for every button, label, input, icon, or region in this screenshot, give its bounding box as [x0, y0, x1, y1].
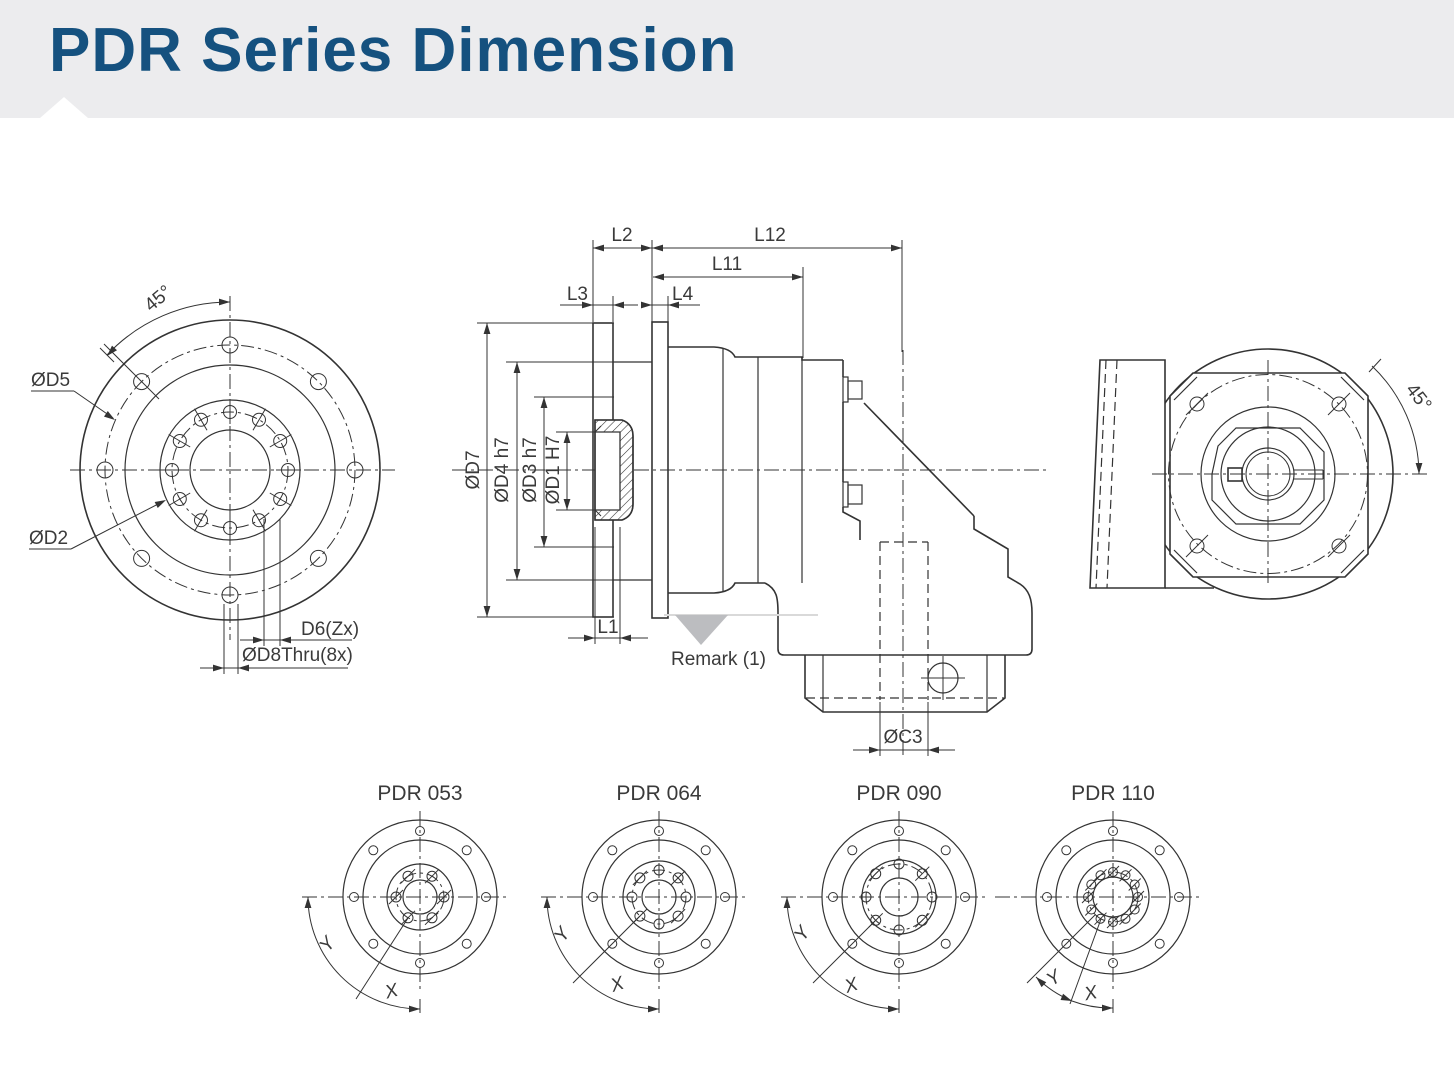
side-d1-label: ØD1 H7 [543, 436, 564, 505]
gearbox-body [664, 346, 1033, 713]
side-length-dimensions: L2 L12 L11 L3 L4 [560, 225, 902, 309]
front-view: 45° ØD5 ØD2 D6(Zx) ØD8Thru(8x) [29, 282, 395, 674]
front-d8-label: ØD8Thru(8x) [242, 645, 353, 666]
variant-y-label: Y [550, 923, 575, 947]
front-d5-dimension: ØD5 [31, 370, 117, 423]
side-d3-label: ØD3 h7 [520, 437, 541, 502]
side-l4-label: L4 [672, 284, 694, 305]
side-c3-label: ØC3 [883, 727, 922, 748]
front-angle-dimension: 45° [99, 282, 231, 400]
side-l11-label: L11 [712, 254, 742, 275]
variant-y-label: Y [1043, 965, 1066, 990]
variant-x-label: X [1081, 982, 1100, 1006]
variant-hub-holes [388, 868, 452, 926]
front-d6-label: D6(Zx) [301, 619, 359, 640]
side-d7-label: ØD7 [463, 450, 484, 489]
variant-pdr-110: PDR 110 Y X [994, 782, 1204, 1014]
variant-pdr-090: PDR 090 Y X [780, 782, 990, 1014]
side-view: L2 L12 L11 L3 L4 ØD7 ØD4 h7 [452, 225, 1046, 758]
remark-label: Remark (1) [671, 649, 766, 670]
rear-view: 45° [1089, 348, 1435, 600]
adapter-flange-plate [651, 321, 669, 619]
remark-triangle-icon [675, 615, 728, 645]
variant-pdr-053: PDR 053 Y X [301, 782, 511, 1014]
hidden-output-bore [806, 541, 1004, 700]
housing-contour [1211, 427, 1325, 525]
variant-y-label: Y [790, 922, 815, 946]
page-header: PDR Series Dimension [0, 0, 1454, 118]
variant-x-label: X [382, 980, 402, 1004]
side-l1-dimension: L1 [568, 527, 648, 644]
front-d8-dimension: ØD8Thru(8x) [200, 604, 353, 674]
page-title: PDR Series Dimension [49, 16, 738, 85]
front-d6-dimension: D6(Zx) [240, 519, 359, 646]
variant-title: PDR 064 [616, 782, 702, 805]
side-l3-label: L3 [567, 284, 588, 305]
input-coupling [594, 419, 634, 521]
front-bolt-holes [96, 336, 364, 604]
front-d2-dimension: ØD2 [29, 496, 168, 550]
variant-title: PDR 110 [1071, 782, 1155, 805]
flange-corner-pads [1173, 376, 1365, 574]
front-d5-label: ØD5 [31, 370, 70, 391]
front-d2-label: ØD2 [29, 528, 68, 549]
square-output-flange [1169, 372, 1369, 578]
variant-hub-holes [1081, 865, 1145, 929]
variant-x-label: X [607, 972, 628, 997]
variant-pdr-064: PDR 064 Y X [540, 782, 750, 1014]
side-l1-label: L1 [597, 617, 618, 638]
plug-screw [921, 656, 965, 700]
variant-title: PDR 090 [856, 782, 941, 805]
front-hub-holes [159, 399, 301, 541]
side-extension-lines [592, 240, 903, 358]
variant-y-label: Y [315, 932, 340, 956]
variant-title: PDR 053 [377, 782, 462, 805]
side-c3-dimension: ØC3 [853, 702, 955, 756]
side-diameter-dimensions: ØD7 ØD4 h7 ØD3 h7 ØD1 H7 [463, 322, 652, 618]
side-l12-label: L12 [754, 225, 786, 246]
header-notch-decoration [40, 97, 88, 118]
front-angle-label: 45° [141, 282, 177, 317]
remark-callout: Remark (1) [671, 615, 766, 670]
side-l2-label: L2 [611, 225, 632, 246]
rear-angle-label: 45° [1401, 380, 1435, 416]
side-d4-label: ØD4 h7 [492, 437, 513, 502]
